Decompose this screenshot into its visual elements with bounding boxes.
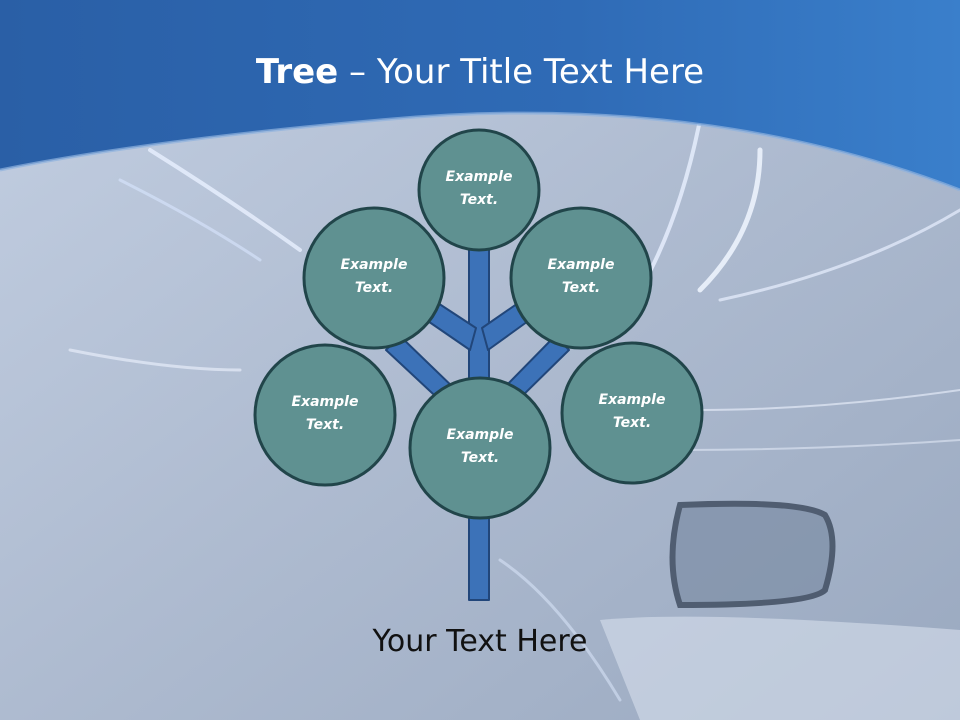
car-body-shape <box>600 616 960 720</box>
tree-node-lower-right <box>560 341 704 485</box>
tree-node-upper-left <box>302 206 446 350</box>
node-label-line2: Text. <box>460 450 500 466</box>
node-label-line1: Example <box>340 257 408 273</box>
tree-node-lower-left <box>253 343 397 487</box>
node-label-line2: Text. <box>561 280 601 296</box>
node-label-line1: Example <box>291 394 359 410</box>
slide-title: Tree – Your Title Text Here <box>0 52 960 92</box>
node-label-line2: Text. <box>354 280 394 296</box>
title-rest: – Your Title Text Here <box>338 52 705 92</box>
tree-node-top <box>417 128 541 252</box>
node-label-line1: Example <box>445 169 513 185</box>
node-label-line2: Text. <box>305 417 345 433</box>
tree-node-upper-right <box>509 206 653 350</box>
footer-text: Your Text Here <box>372 624 588 659</box>
node-label-line1: Example <box>547 257 615 273</box>
node-label-line2: Text. <box>459 192 499 208</box>
node-label-line2: Text. <box>612 415 652 431</box>
light-streaks <box>68 118 960 702</box>
mirror-shape <box>669 500 836 609</box>
tree-node-center <box>408 376 552 520</box>
title-bold: Tree <box>255 52 339 92</box>
header-edge-line <box>0 111 960 192</box>
header-band <box>0 0 960 190</box>
node-label-line1: Example <box>598 392 666 408</box>
node-label-line1: Example <box>446 427 514 443</box>
